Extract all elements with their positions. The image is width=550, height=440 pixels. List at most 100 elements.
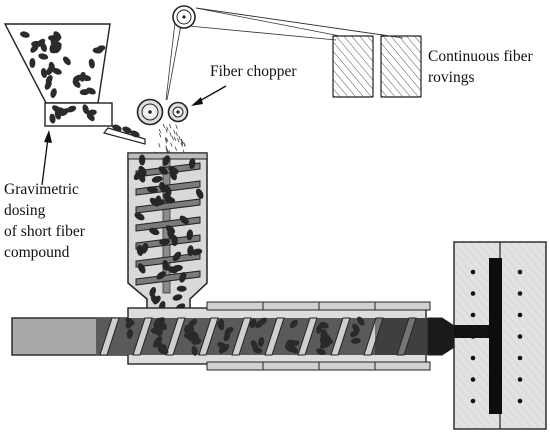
label-gravimetric-line4: compound	[4, 244, 70, 261]
cooling-channel	[517, 355, 523, 361]
pellet	[82, 104, 89, 115]
pellet	[320, 329, 327, 339]
chopper-pointer-arrow	[191, 85, 227, 106]
label-continuous-fiber-line1: Continuous fiber	[428, 48, 533, 65]
pellet	[171, 264, 183, 272]
screw-flight	[132, 317, 153, 356]
label-gravimetric-line3: of short fiber	[4, 223, 86, 240]
pellet	[258, 337, 265, 347]
pellet	[45, 75, 53, 85]
pellet	[162, 259, 170, 271]
fiber-fragment	[164, 139, 168, 144]
pellet	[171, 235, 178, 247]
pellet	[149, 287, 157, 297]
pellet	[195, 188, 204, 199]
pellet	[151, 176, 163, 183]
pellet	[146, 186, 158, 193]
extruder-barrel	[11, 301, 463, 371]
pellet	[350, 337, 361, 344]
pellet	[184, 324, 194, 333]
cooling-channel	[517, 312, 523, 318]
pellet	[185, 331, 195, 339]
fiber-fragment	[165, 128, 168, 133]
pellet	[126, 328, 133, 339]
fiber-fragment	[174, 146, 177, 151]
roving-spool-left	[332, 35, 374, 98]
pellet	[289, 319, 298, 329]
cooling-channel	[470, 377, 476, 382]
pellet	[130, 130, 140, 138]
pellet	[179, 272, 187, 283]
fiber-fragment	[175, 132, 179, 137]
pellet	[158, 166, 168, 175]
screw-flight	[330, 317, 351, 356]
pellet	[350, 329, 360, 338]
pellet	[289, 346, 299, 354]
cooling-channel	[470, 334, 476, 339]
cooling-channel	[517, 398, 523, 404]
feed-chute	[102, 124, 146, 145]
fiber-fragment	[171, 136, 174, 141]
screw-flight	[264, 317, 285, 356]
cooling-channel	[517, 334, 523, 339]
pellet	[179, 215, 189, 225]
pellet	[191, 345, 198, 356]
cooling-channel	[470, 398, 476, 404]
cooling-channel	[470, 312, 476, 318]
pellet	[316, 348, 326, 356]
pellet	[92, 47, 103, 54]
pellet	[73, 74, 83, 82]
pellet	[176, 285, 187, 292]
fiber-fragment	[166, 126, 169, 131]
pellet	[112, 124, 122, 132]
screw-flight	[231, 317, 252, 356]
pellet	[159, 181, 167, 193]
pellet	[86, 87, 96, 95]
fiber-fragment	[173, 136, 177, 141]
fiber-fragment	[178, 136, 181, 141]
pellet	[223, 331, 231, 342]
pellet	[49, 113, 56, 124]
pellet	[165, 225, 176, 234]
fiber-fragment	[170, 142, 173, 147]
pellet	[88, 58, 95, 69]
roving-spool-right	[380, 35, 422, 98]
cooling-channel	[470, 291, 476, 296]
fiber-fragment	[177, 137, 180, 143]
pellet	[164, 185, 172, 196]
fiber-fragment	[175, 124, 178, 129]
pellet	[191, 248, 203, 256]
pellet	[153, 199, 165, 206]
fiber-fragment	[180, 142, 183, 148]
pellet	[172, 251, 182, 262]
fiber-fragment	[164, 136, 167, 142]
pellet	[53, 31, 61, 42]
fiber-fragment	[162, 123, 165, 129]
pellet	[153, 338, 161, 348]
pellet	[66, 105, 77, 113]
pellet	[188, 318, 198, 327]
pellet	[149, 227, 160, 236]
pellet	[40, 68, 48, 78]
pellet	[40, 42, 47, 52]
dosing-pointer-arrow	[41, 130, 52, 186]
fiber-fragment	[158, 143, 161, 148]
pellet	[51, 43, 59, 54]
pellet	[72, 79, 81, 88]
pellet	[320, 340, 329, 349]
cooling-channel	[517, 377, 523, 382]
pellet	[356, 316, 365, 326]
pellet	[157, 342, 164, 353]
pellet	[159, 238, 170, 246]
fiber-strands	[165, 7, 404, 101]
pellet	[250, 340, 258, 350]
pellet	[29, 58, 36, 68]
fiber-fragment	[173, 129, 176, 135]
screw-flight	[198, 317, 219, 356]
pellet	[289, 340, 300, 347]
fiber-fragment	[180, 140, 184, 146]
pellet	[319, 321, 329, 329]
pellet	[154, 317, 163, 326]
pellet	[141, 242, 149, 254]
